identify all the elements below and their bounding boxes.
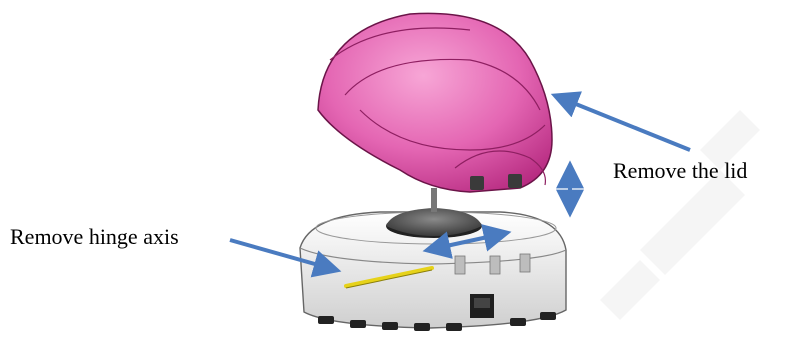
watermark bbox=[600, 110, 760, 320]
remove-lid-label: Remove the lid bbox=[613, 158, 747, 184]
remove-hinge-axis-label: Remove hinge axis bbox=[10, 224, 179, 250]
centrifuge-lid bbox=[318, 13, 552, 192]
arrow-icon bbox=[556, 96, 690, 150]
